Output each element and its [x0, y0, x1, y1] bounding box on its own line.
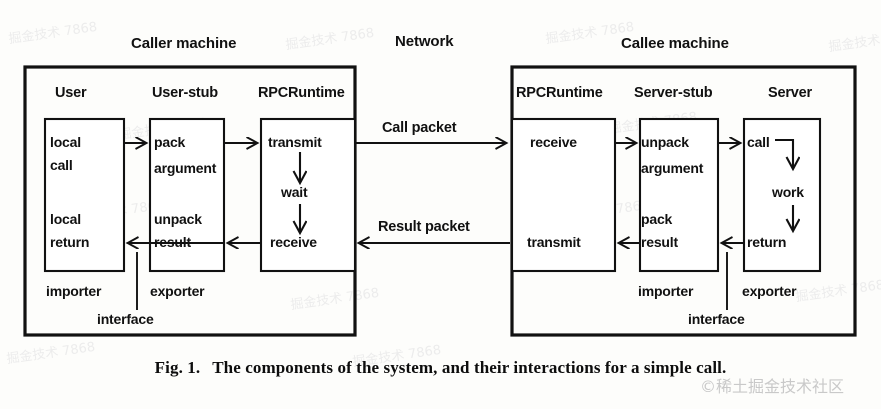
callee-serverstub-argument: argument [641, 160, 704, 176]
network-label: Network [395, 33, 454, 50]
callee-serverstub-pack: pack [641, 211, 673, 227]
caller-column-title-user-stub: User-stub [152, 85, 218, 101]
callee-server-box [742, 117, 822, 273]
callee-rpcruntime-box [510, 117, 617, 273]
caller-user-box [43, 117, 126, 273]
caller-rpcruntime-box [259, 117, 357, 273]
callee-column-title-rpcruntime: RPCRuntime [516, 85, 603, 101]
callee-server-work: work [772, 184, 804, 200]
caller-rpcruntime-receive: receive [270, 234, 317, 250]
callee-server-return: return [747, 234, 787, 250]
caller-user-local: local [50, 134, 81, 150]
caller-column-title-rpcruntime: RPCRuntime [258, 85, 345, 101]
caller-user-call: call [50, 157, 73, 173]
caller-machine-title: Caller machine [131, 35, 237, 52]
callee-serverstub-unpack: unpack [641, 134, 689, 150]
result-packet-label: Result packet [378, 219, 470, 235]
callee-server-call: call [747, 134, 770, 150]
figure-caption-number: Fig. 1. [154, 358, 201, 377]
callee-column-title-server: Server [768, 85, 812, 101]
callee-serverstub-result: result [641, 234, 678, 250]
caller-user-stub-box [148, 117, 226, 273]
figure-caption: Fig. 1. The components of the system, and… [0, 358, 881, 378]
caller-user-local-return-1: local [50, 211, 81, 227]
callee-server-stub-box [638, 117, 720, 273]
callee-importer-label: importer [638, 283, 694, 299]
caller-userstub-pack: pack [154, 134, 186, 150]
arrow-call-to-work [775, 138, 793, 168]
call-packet-label: Call packet [382, 120, 457, 136]
caller-userstub-result: result [154, 234, 191, 250]
callee-rpcruntime-transmit: transmit [527, 234, 581, 250]
caller-importer-label: importer [46, 283, 102, 299]
callee-exporter-label: exporter [742, 283, 797, 299]
caller-column-title-user: User [55, 85, 87, 101]
caller-interface-label: interface [97, 311, 154, 327]
callee-rpcruntime-receive: receive [530, 134, 577, 150]
callee-column-title-server-stub: Server-stub [634, 85, 713, 101]
caller-userstub-unpack: unpack [154, 211, 202, 227]
figure-caption-text: The components of the system, and their … [212, 358, 727, 377]
caller-user-return: return [50, 234, 90, 250]
caller-exporter-label: exporter [150, 283, 205, 299]
callee-machine-title: Callee machine [621, 35, 729, 52]
caller-rpcruntime-wait: wait [281, 184, 308, 200]
callee-interface-label: interface [688, 311, 745, 327]
caller-userstub-argument: argument [154, 160, 217, 176]
caller-rpcruntime-transmit: transmit [268, 134, 322, 150]
